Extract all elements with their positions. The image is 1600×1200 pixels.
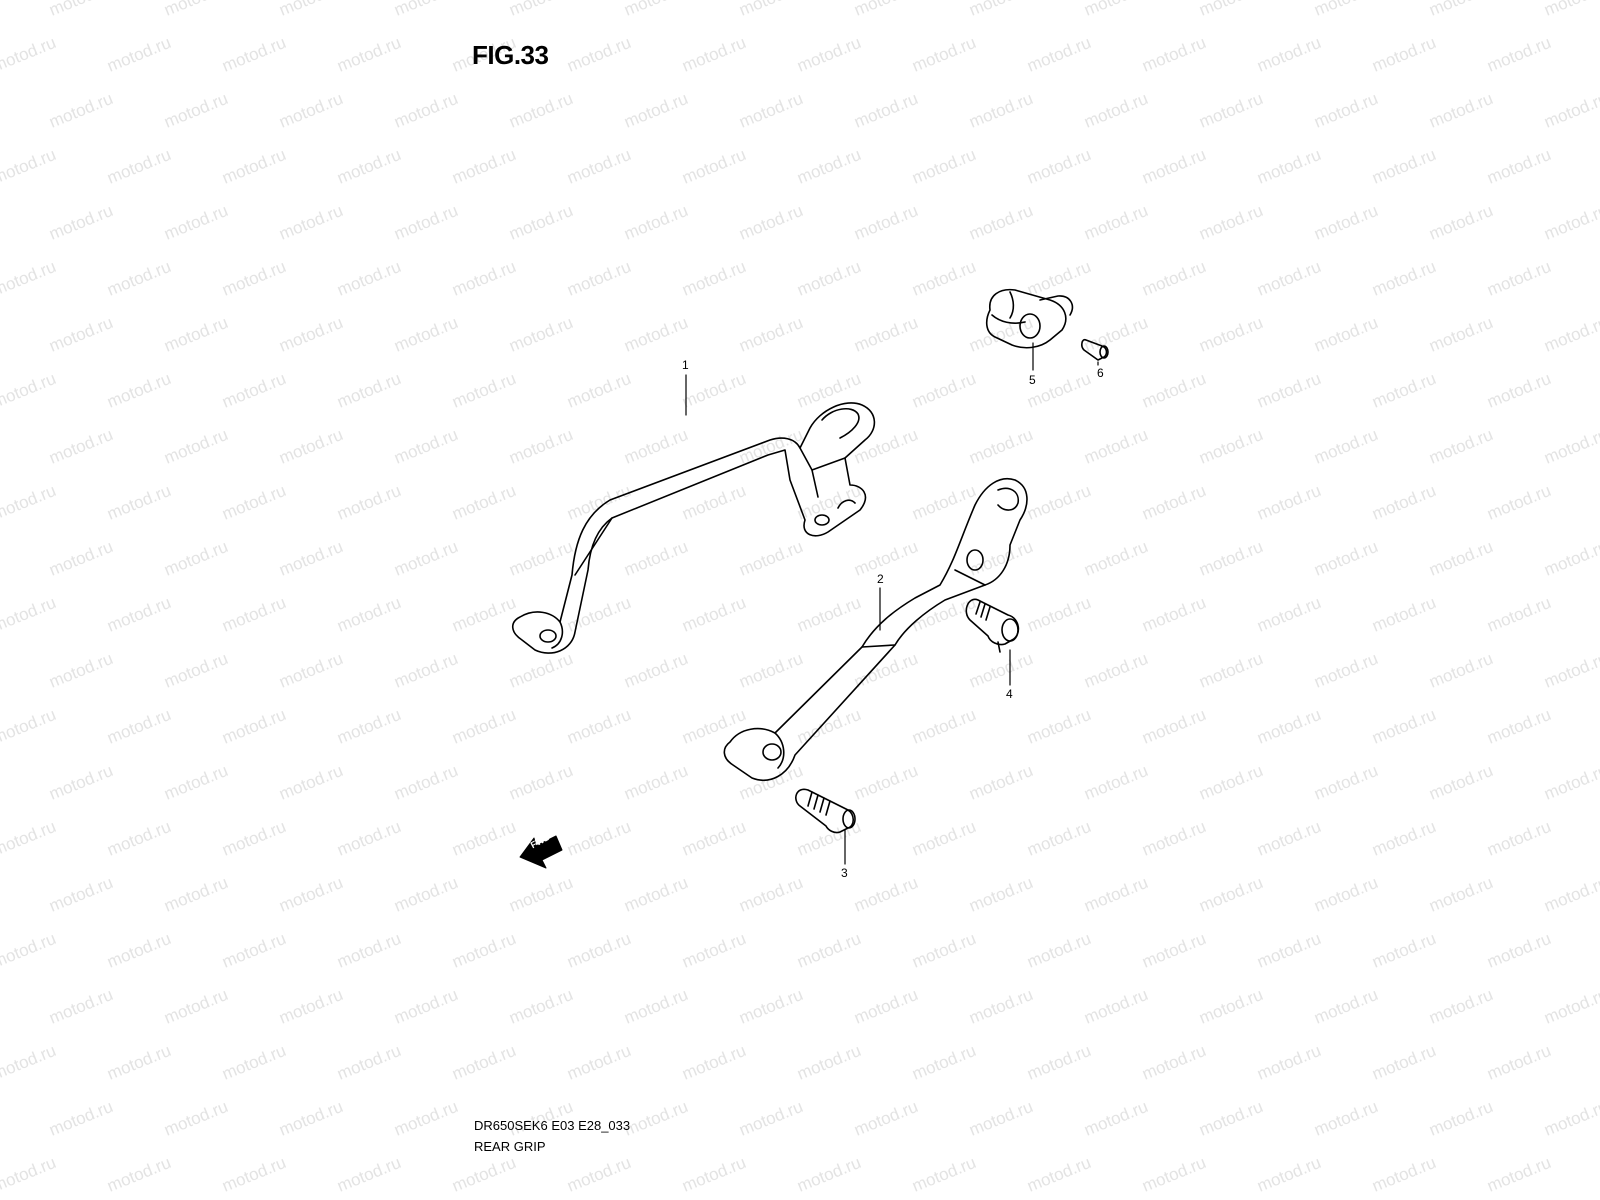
callout-5: 5 [1029,373,1036,387]
screw-6 [1081,338,1109,361]
model-code: DR650SEK6 E03 E28_033 [474,1118,631,1133]
callout-4: 4 [1006,687,1013,701]
callout-6: 6 [1097,366,1104,380]
rear-grip-right [723,478,1028,781]
section-name: REAR GRIP [474,1139,546,1154]
callout-3: 3 [841,866,848,880]
callout-1: 1 [682,358,689,372]
bolt-4 [965,598,1020,653]
fwd-arrow [519,835,563,869]
rear-grip-left [511,402,876,654]
bolt-3 [795,788,856,834]
figure-title: FIG.33 [472,40,549,70]
leader-lines [685,342,1099,865]
callout-2: 2 [877,572,884,586]
cushion-5 [985,288,1074,349]
